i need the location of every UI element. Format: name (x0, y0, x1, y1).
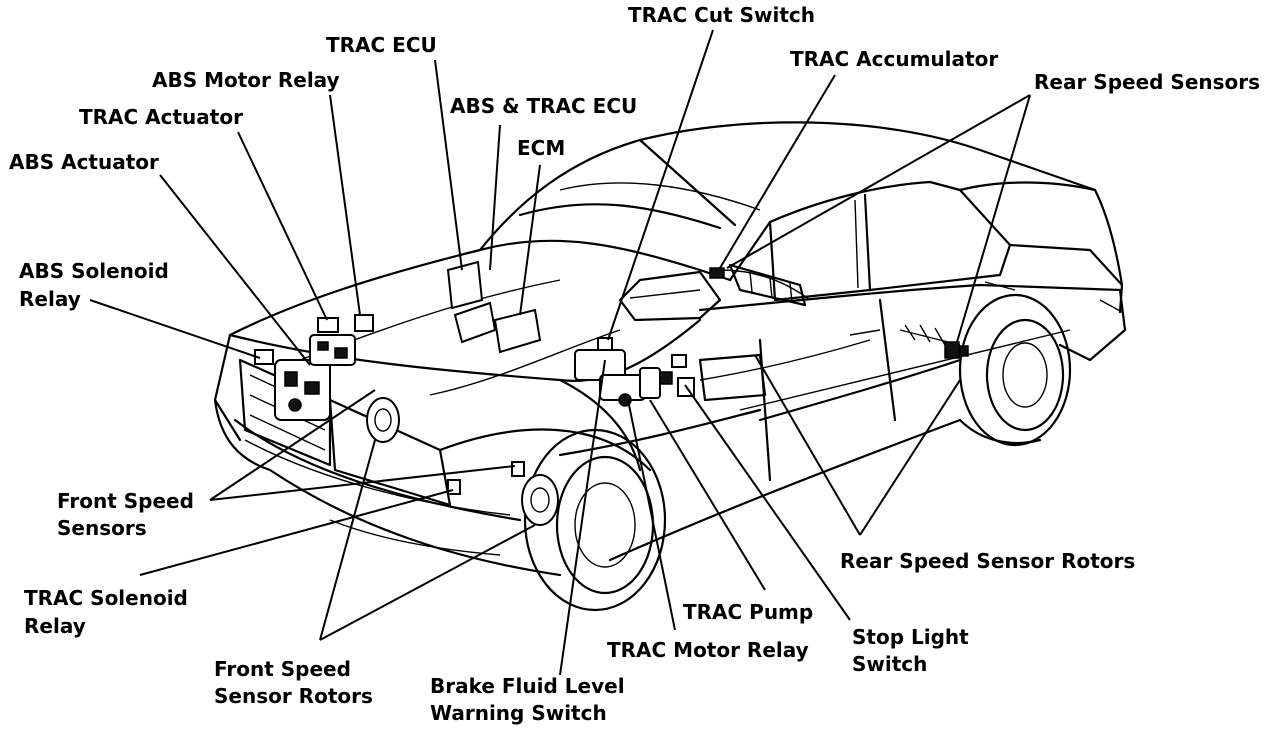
trac-pump-assembly (574, 337, 695, 407)
label-stop-light-switch-line2: Switch (852, 652, 927, 676)
label-trac-actuator: TRAC Actuator (79, 105, 243, 129)
label-trac-cut-switch: TRAC Cut Switch (628, 3, 815, 27)
rear-sensor-parts (944, 341, 969, 359)
label-front-speed-sensors: Front Speed (57, 489, 194, 513)
label-rear-speed-sensors: Rear Speed Sensors (1034, 70, 1260, 94)
car-body-illustration (213, 121, 1127, 612)
label-abs-solenoid-relay-line2: Relay (19, 287, 81, 311)
label-abs-trac-ecu: ABS & TRAC ECU (450, 94, 637, 118)
label-abs-motor-relay: ABS Motor Relay (152, 68, 340, 92)
front-sensor-parts (447, 461, 525, 495)
label-front-speed-sensors-line2: Sensors (57, 516, 147, 540)
ecu-boxes (446, 260, 542, 354)
label-abs-solenoid-relay: ABS Solenoid (19, 259, 169, 283)
label-rear-speed-sensor-rotors: Rear Speed Sensor Rotors (840, 549, 1135, 573)
label-brake-fluid-level-warning-switch: Brake Fluid Level (430, 674, 625, 698)
label-trac-solenoid-relay: TRAC Solenoid (24, 586, 188, 610)
label-abs-actuator: ABS Actuator (9, 150, 159, 174)
label-stop-light-switch: Stop Light (852, 625, 969, 649)
label-trac-solenoid-relay-line2: Relay (24, 614, 86, 638)
label-front-speed-sensor-rotors-line2: Sensor Rotors (214, 684, 373, 708)
callout-labels: TRAC Cut Switch TRAC ECU TRAC Accumulato… (9, 3, 1260, 725)
label-ecm: ECM (517, 136, 565, 160)
label-trac-motor-relay: TRAC Motor Relay (607, 638, 809, 662)
front-rotor-right (521, 474, 559, 526)
abs-actuator-assembly (254, 314, 374, 421)
label-trac-pump: TRAC Pump (683, 600, 813, 624)
label-trac-accumulator: TRAC Accumulator (790, 47, 998, 71)
front-rotor-left (366, 397, 400, 443)
label-brake-fluid-level-warning-switch-line2: Warning Switch (430, 701, 607, 725)
leader-lines (89, 29, 1031, 676)
label-front-speed-sensor-rotors: Front Speed (214, 657, 351, 681)
trac-accumulator-part (709, 267, 725, 279)
label-trac-ecu: TRAC ECU (326, 33, 437, 57)
